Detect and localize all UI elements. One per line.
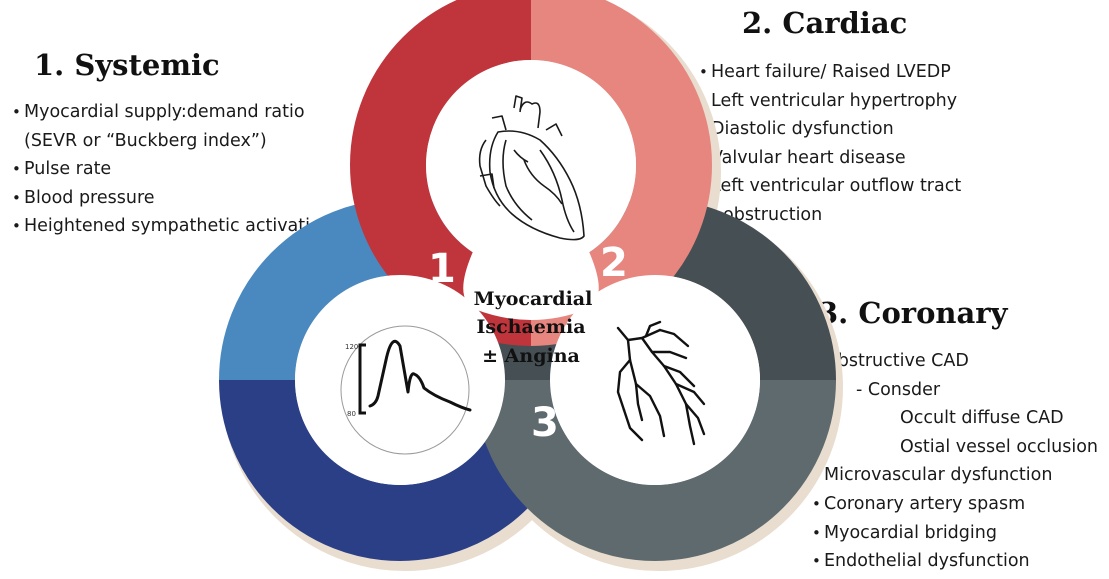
center-line-3: ± Angina — [482, 345, 580, 367]
tick-label-low: 80 — [347, 410, 356, 418]
coronary-number: 3 — [531, 400, 559, 446]
center-line-1: Myocardial — [474, 288, 593, 310]
systemic-number: 1 — [428, 246, 456, 292]
tick-label-high: 120 — [345, 343, 358, 351]
cardiac-number: 2 — [600, 240, 628, 286]
cardiac-inner-disc — [426, 60, 636, 270]
center-line-2: Ischaemia — [477, 316, 586, 338]
